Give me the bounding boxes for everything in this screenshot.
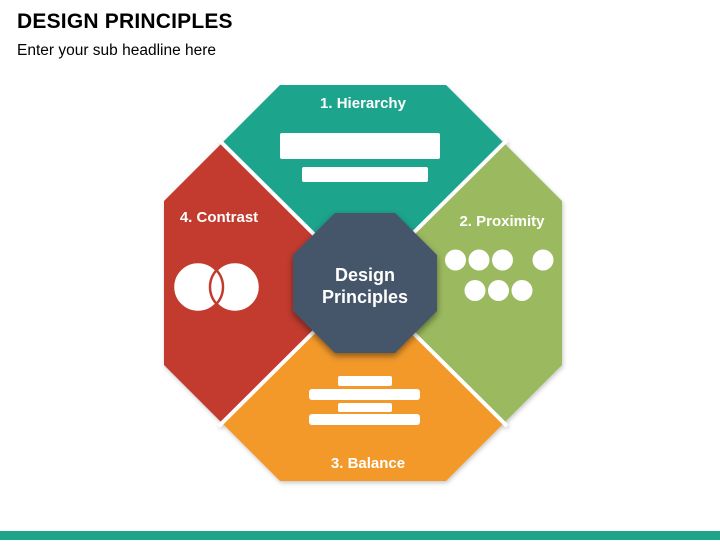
segment-label-contrast: 4. Contrast xyxy=(180,209,258,226)
contrast-circles-icon xyxy=(171,260,262,314)
contrast-circle-outline-right xyxy=(208,260,262,314)
hierarchy-bars-icon xyxy=(280,133,440,182)
slide-header: DESIGN PRINCIPLES Enter your sub headlin… xyxy=(17,10,233,60)
center-octagon-shape xyxy=(293,213,437,353)
segment-label-balance: 3. Balance xyxy=(331,455,405,472)
center-title-line2: Principles xyxy=(322,287,408,307)
center-title-line1: Design xyxy=(335,265,395,285)
contrast-circle-outline-left xyxy=(171,260,225,314)
segment-contrast xyxy=(164,143,363,423)
segment-proximity xyxy=(363,143,562,423)
segment-label-hierarchy: 1. Hierarchy xyxy=(320,95,407,112)
segment-label-proximity: 2. Proximity xyxy=(459,213,545,230)
footer-accent-bar xyxy=(0,531,720,540)
proximity-dots-icon xyxy=(445,249,554,301)
balance-bars-icon xyxy=(309,376,420,425)
page-title: DESIGN PRINCIPLES xyxy=(17,10,233,33)
center-octagon: Design Principles xyxy=(293,213,437,353)
page-subtitle: Enter your sub headline here xyxy=(17,42,217,60)
